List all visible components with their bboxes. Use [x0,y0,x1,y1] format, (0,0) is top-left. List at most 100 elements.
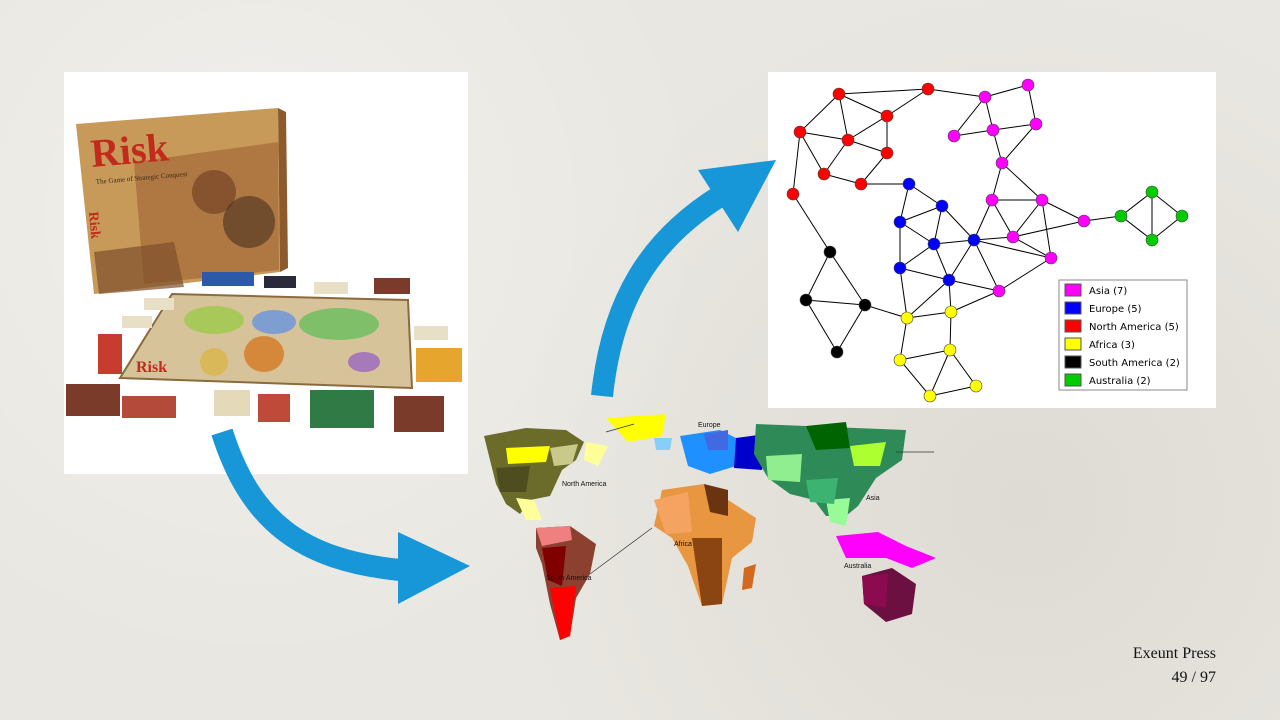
graph-edge [984,84,1029,98]
risk-world-map: Europe North America Africa Asia South A… [466,408,936,644]
risk-box-illustration: Risk The Game of Strategic Conquest Risk… [66,108,462,432]
green-army-pieces [310,390,374,428]
graph-node-africa [923,389,937,403]
mission-cards [258,394,290,422]
graph-node-africa [900,311,914,325]
graph-edge [899,267,908,319]
graph-node-asia [992,284,1006,298]
board-logo: Risk [136,359,167,376]
legend-label-africa: Africa (3) [1089,340,1135,351]
card-top-left [144,298,174,310]
graph-edge [792,131,801,195]
graph-node-europe [967,233,981,247]
graph-edge [899,349,951,361]
map-territory-na-pale [584,442,608,466]
graph-node-asia [1044,251,1058,265]
graph-node-asia [986,123,1000,137]
map-label-africa: Africa [674,541,692,548]
map-territory-sa-red [550,586,576,640]
arrow-up-right [591,186,726,398]
map-territory-na-yellow [506,446,550,464]
graph-edge [838,88,929,95]
card-left [122,316,152,328]
map-madagascar [742,564,756,590]
map-connection-line [589,527,653,575]
graph-edge [1012,199,1043,238]
graph-edge [1012,236,1052,259]
board-europe [252,310,296,334]
arrow-head-right [398,532,470,604]
map-label-north-america: North America [562,481,606,488]
map-territory-europe-royal [704,430,728,450]
graph-edge [899,221,935,245]
graph-node-asia [995,156,1009,170]
graph-edge [847,139,888,154]
graph-nodes [786,78,1189,403]
graph-edge [941,205,975,241]
graph-node-north-america [786,187,800,201]
territory-graph: Asia (7) Europe (5) North America (5) Af… [786,78,1189,403]
graph-edge [799,93,840,133]
legend-swatch-africa [1064,337,1082,351]
map-territory-asia-mid [806,478,838,504]
box-artwork-rider [192,170,236,214]
black-army-pieces [264,276,296,288]
map-label-south-america: South America [546,575,592,582]
graph-edge [1001,123,1037,164]
graph-edge [973,239,1000,292]
box-artwork-ground [94,242,184,294]
graph-node-north-america [793,125,807,139]
graph-edge [805,299,838,353]
card-top-right [314,282,348,294]
graph-edge [860,152,888,185]
graph-edge [1151,215,1183,241]
board-asia [299,308,379,340]
graph-edge [838,93,888,117]
map-greenland [606,414,666,442]
graph-edge [991,199,1014,238]
graph-node-north-america [832,87,846,101]
box-side [278,108,288,272]
arrow-head-up [698,160,776,232]
legend-label-south-america: South America (2) [1089,358,1180,369]
legend-label-australia: Australia (2) [1089,376,1151,387]
graph-edge [906,279,950,319]
map-connection-line [605,423,635,433]
graph-edge [799,131,825,175]
graph-edge [838,93,849,141]
legend-swatch-asia [1064,283,1082,297]
graph-edge [847,115,888,141]
board-africa [244,336,284,372]
map-territory-na-light [550,444,578,466]
graph-edge [908,183,943,207]
graph-edge [1041,199,1052,259]
board-north-america [184,306,244,334]
graph-node-north-america [921,82,935,96]
legend-label-north-america: North America (5) [1089,322,1179,333]
graph-node-south-america [799,293,813,307]
graph-edge [792,193,831,253]
legend-label-europe: Europe (5) [1089,304,1142,315]
graph-node-africa [944,305,958,319]
graph-edges [792,84,1183,397]
graph-edge [1151,191,1183,217]
card-right [414,326,448,340]
map-territory-africa-light [654,492,692,534]
graph-edge [1120,215,1153,241]
piece-box-left [66,384,120,416]
graph-edge [927,88,986,98]
graph-edge [1001,162,1043,201]
graph-edge [929,385,977,397]
graph-edge [973,239,1052,259]
graph-edge [1027,84,1037,125]
graph-edge [899,243,935,269]
blue-army-pieces [202,272,254,286]
map-territory-africa-brown [692,538,722,606]
graph-edge [829,251,866,306]
graph-edge [973,236,1014,241]
graph-legend: Asia (7) Europe (5) North America (5) Af… [1058,279,1188,391]
graph-node-europe [935,199,949,213]
graph-node-asia [978,90,992,104]
graph-edge [953,96,986,137]
